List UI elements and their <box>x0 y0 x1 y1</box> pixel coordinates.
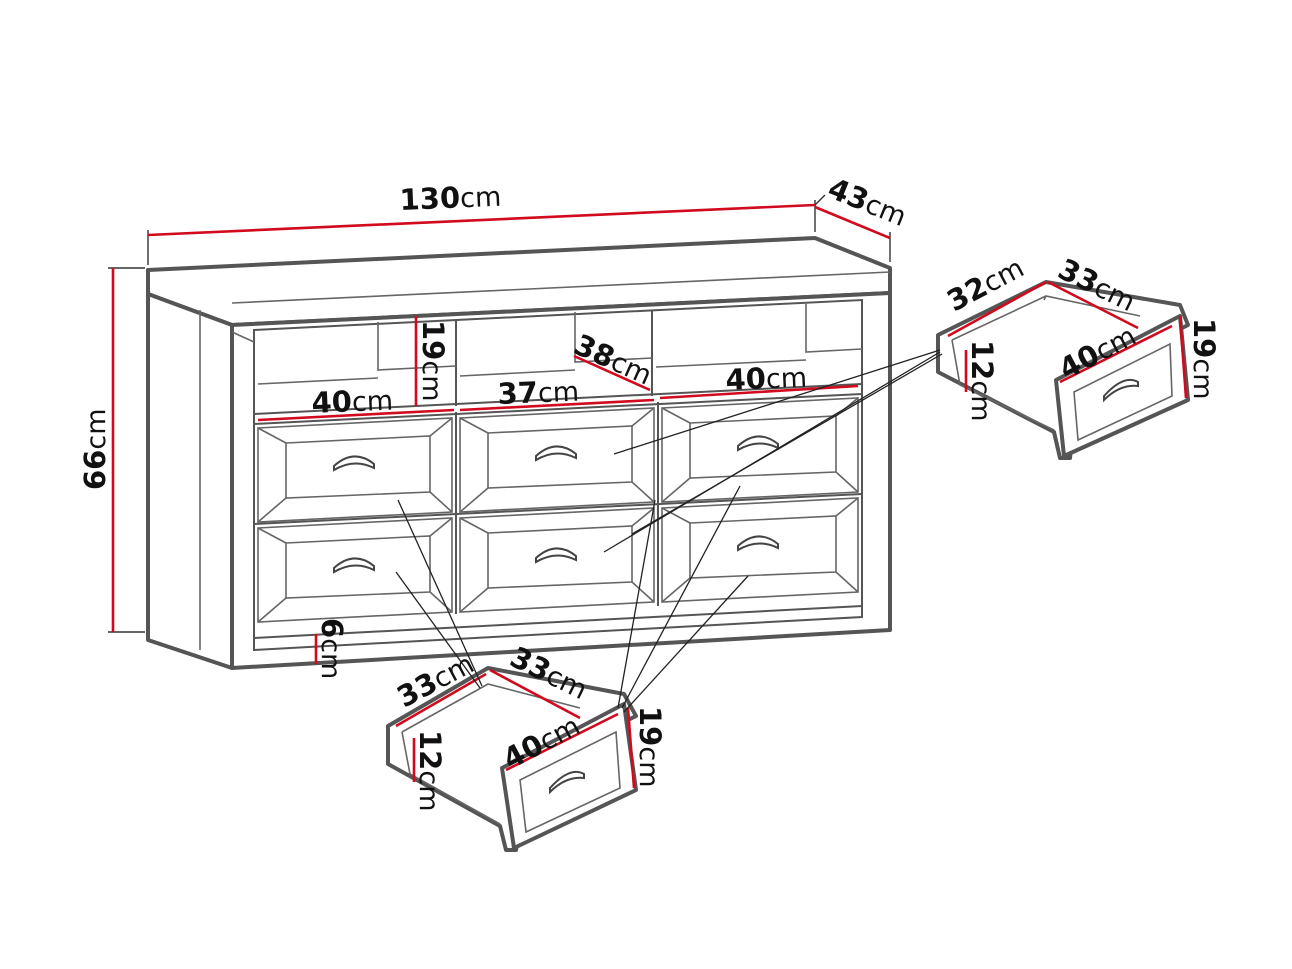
dim-line-middle-width <box>459 398 655 412</box>
right-dim-inner-depth <box>947 280 1047 338</box>
label-bottom-front-height: 19cm <box>633 706 667 788</box>
label-right-width: 40cm <box>725 359 808 397</box>
label-middle-width: 37cm <box>497 373 580 411</box>
cabinet-front <box>230 291 892 670</box>
bottom-dim-inner-width <box>489 668 581 720</box>
dim-line-right-width <box>659 384 859 400</box>
drawer-detail-bottom <box>386 666 638 852</box>
label-bottom-inner-height: 12cm <box>413 730 447 812</box>
label-shelf-height: 19cm <box>416 320 450 402</box>
bottom-dim-front-width <box>505 712 619 772</box>
right-dim-inner-width <box>1047 280 1139 330</box>
right-dim-front-width <box>1059 324 1173 384</box>
dim-line-left-width <box>257 408 455 422</box>
label-depth: 43cm <box>823 171 911 233</box>
leader-lines <box>395 349 943 713</box>
label-right-inner-height: 12cm <box>965 340 999 422</box>
label-right-front-height: 19cm <box>1187 318 1221 400</box>
bottom-dim-inner-depth <box>395 672 487 728</box>
label-overall-width: 130cm <box>399 179 502 217</box>
cabinet-side <box>146 292 234 670</box>
label-left-width: 40cm <box>311 382 394 420</box>
dim-line-depth <box>814 205 891 240</box>
dim-line-width <box>147 203 816 237</box>
drawer-detail-right <box>936 280 1190 460</box>
sideboard <box>146 236 892 670</box>
dim-line-shelf-depth <box>573 354 651 392</box>
label-height: 66cm <box>78 408 112 490</box>
bottom-dim-front-height <box>626 707 636 789</box>
main-dimension-lines <box>108 194 891 664</box>
label-plinth-height: 6cm <box>315 618 349 679</box>
right-dim-front-height <box>1178 315 1188 399</box>
